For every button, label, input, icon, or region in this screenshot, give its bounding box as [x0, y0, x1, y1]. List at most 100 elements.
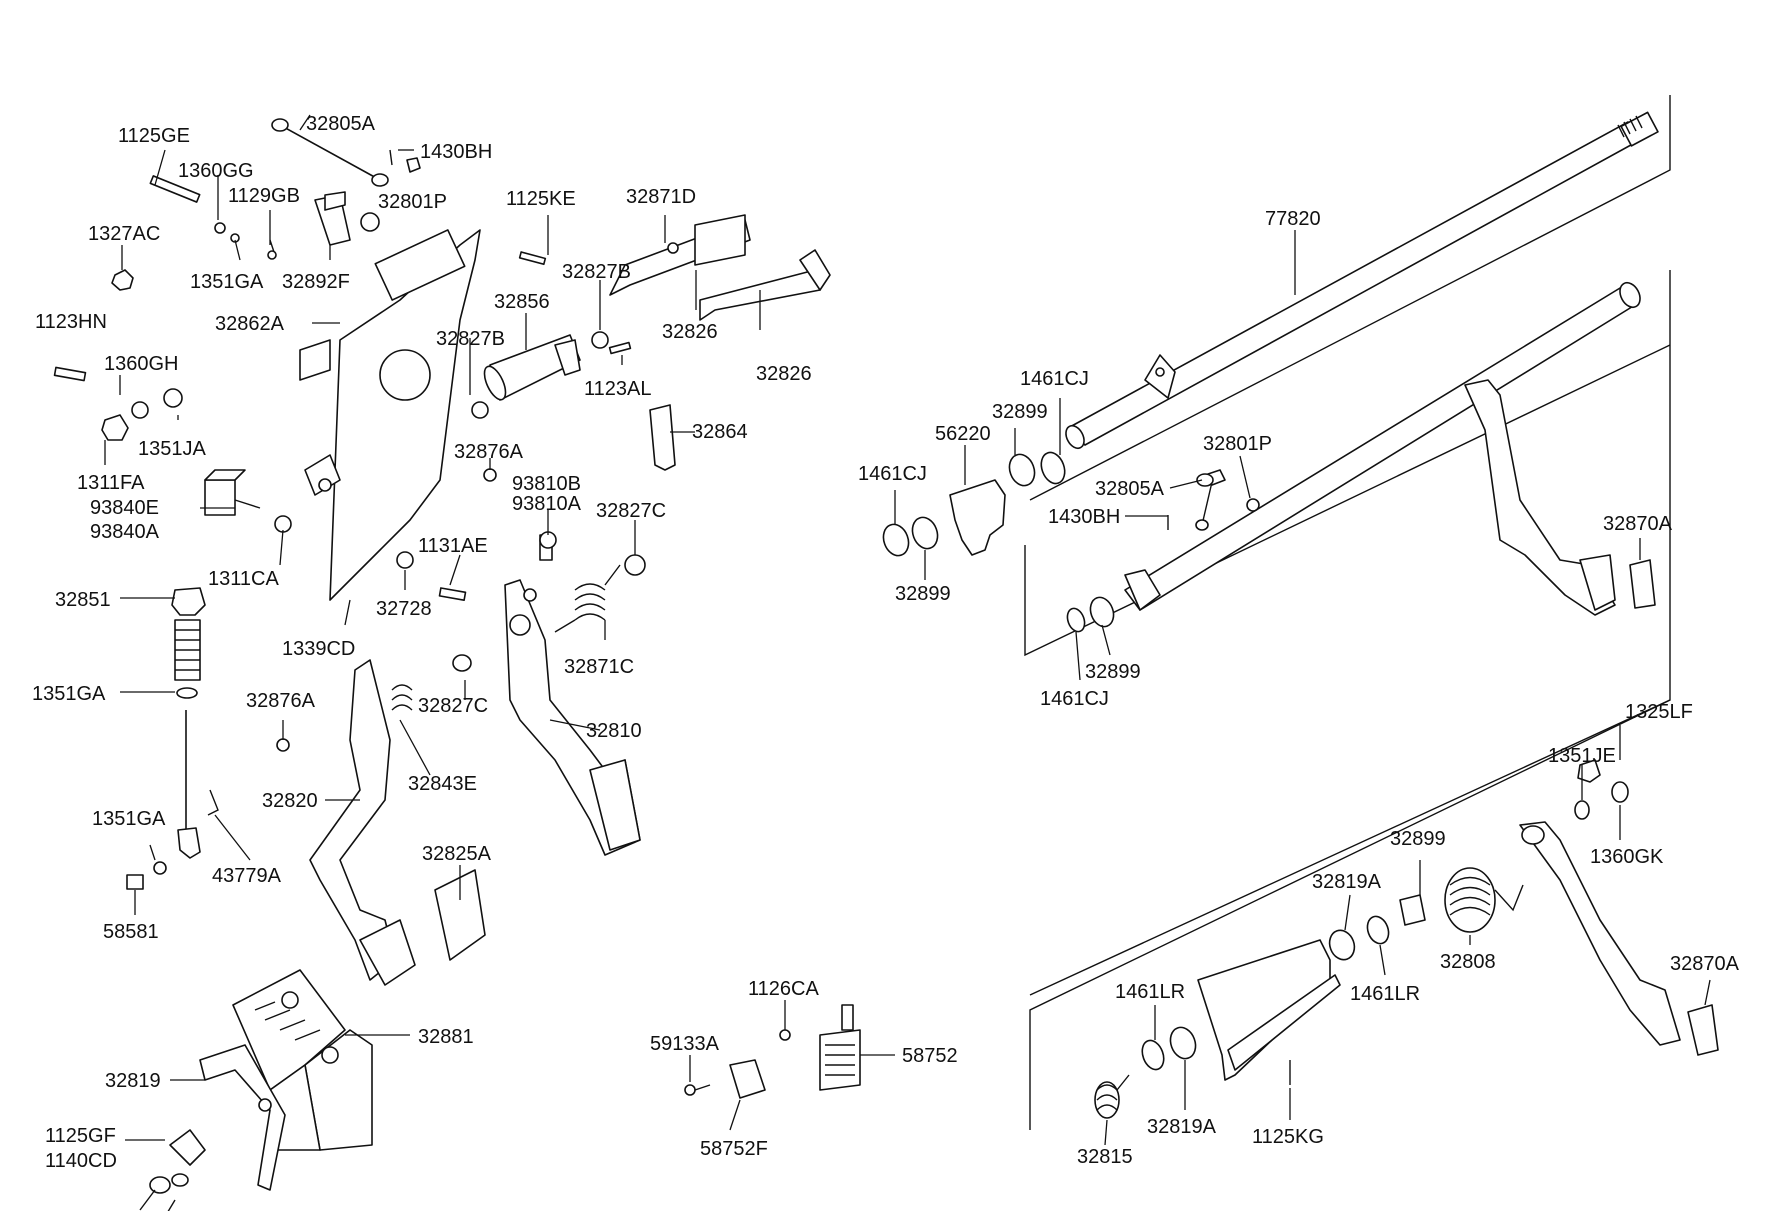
- label-32819A: 32819A: [1312, 871, 1382, 893]
- label-43779A: 43779A: [212, 865, 282, 887]
- spring-32871C: [554, 564, 621, 633]
- label-1123AL: 1123AL: [584, 378, 651, 400]
- pushrod-assembly: [126, 587, 219, 890]
- label-32856: 32856: [494, 291, 550, 313]
- label-1126CA: 1126CA: [748, 978, 819, 1000]
- bracket-32864: [649, 404, 676, 471]
- label-1461CJ: 1461CJ: [1020, 368, 1089, 390]
- bushings-top-right: [882, 451, 1260, 633]
- label-93840E: 93840E: [90, 497, 159, 519]
- label-32876A: 32876A: [246, 690, 316, 712]
- label-1461CJ: 1461CJ: [858, 463, 927, 485]
- label-1327AC: 1327AC: [88, 223, 160, 245]
- label-58752: 58752: [902, 1045, 958, 1067]
- label-1360GG: 1360GG: [178, 160, 254, 182]
- label-1351GA: 1351GA: [190, 271, 264, 293]
- label-32827B: 32827B: [436, 328, 505, 350]
- pedal-32810: [504, 579, 641, 856]
- label-1461LR: 1461LR: [1350, 983, 1420, 1005]
- label-32801P: 32801P: [378, 191, 447, 213]
- label-1351GA: 1351GA: [32, 683, 106, 705]
- label-32892F: 32892F: [282, 271, 350, 293]
- label-1360GK: 1360GK: [1590, 846, 1664, 868]
- label-32810: 32810: [586, 720, 642, 742]
- label-32808: 32808: [1440, 951, 1496, 973]
- lower-pedal-assembly: [1094, 759, 1719, 1119]
- label-32899: 32899: [895, 583, 951, 605]
- label-93810B: 93810B: [512, 473, 581, 495]
- bracket-32892F: [314, 191, 380, 246]
- label-32899: 32899: [1085, 661, 1141, 683]
- label-1351GA: 1351GA: [92, 808, 166, 830]
- rod-32805A: [271, 118, 421, 187]
- label-32843E: 32843E: [408, 773, 477, 795]
- label-32805A: 32805A: [306, 113, 376, 135]
- label-1325LF: 1325LF: [1625, 701, 1693, 723]
- label-32870A: 32870A: [1670, 953, 1740, 975]
- label-58581: 58581: [103, 921, 159, 943]
- label-1140CD: 1140CD: [45, 1150, 117, 1172]
- label-32871D: 32871D: [626, 186, 696, 208]
- bracket-32819: [139, 1044, 286, 1211]
- label-32819A: 32819A: [1147, 1116, 1217, 1138]
- label-1125GE: 1125GE: [118, 125, 190, 147]
- label-32827B: 32827B: [562, 261, 631, 283]
- label-32876A: 32876A: [454, 441, 524, 463]
- small-hardware-center: [396, 468, 646, 601]
- label-1461CJ: 1461CJ: [1040, 688, 1109, 710]
- label-32827C: 32827C: [596, 500, 666, 522]
- label-32871C: 32871C: [564, 656, 634, 678]
- pedal-bracket: [204, 229, 481, 601]
- pedal-32820: [276, 654, 486, 986]
- label-77820: 77820: [1265, 208, 1321, 230]
- label-32864: 32864: [692, 421, 748, 443]
- label-1351JA: 1351JA: [138, 438, 206, 460]
- shaft-assembly-frame: [1024, 95, 1671, 1130]
- label-1360GH: 1360GH: [104, 353, 179, 375]
- shaft-32856: [471, 214, 831, 419]
- label-32851: 32851: [55, 589, 111, 611]
- label-32825A: 32825A: [422, 843, 492, 865]
- label-1131AE: 1131AE: [418, 535, 488, 557]
- bolt-1123HN: [53, 366, 183, 441]
- label-32801P: 32801P: [1203, 433, 1272, 455]
- shaft-pedal-arm: [1124, 281, 1656, 616]
- label-93810A: 93810A: [512, 493, 582, 515]
- clip-58752: [684, 1004, 861, 1099]
- label-32899: 32899: [992, 401, 1048, 423]
- label-1129GB: 1129GB: [228, 185, 300, 207]
- label-32826: 32826: [756, 363, 812, 385]
- label-93840A: 93840A: [90, 521, 160, 543]
- part-labels: 1125GE 32805A 1430BH 1360GG 1129GB 32801…: [32, 113, 1740, 1172]
- label-32805A: 32805A: [1095, 478, 1165, 500]
- label-1339CD: 1339CD: [282, 638, 355, 660]
- label-1351JE: 1351JE: [1548, 745, 1616, 767]
- label-1430BH: 1430BH: [1048, 506, 1120, 528]
- label-1123HN: 1123HN: [35, 311, 107, 333]
- label-1125GF: 1125GF: [45, 1125, 116, 1147]
- label-32820: 32820: [262, 790, 318, 812]
- label-56220: 56220: [935, 423, 991, 445]
- bolt-1125GE: [149, 175, 277, 260]
- pedal-pad-32881: [232, 969, 373, 1151]
- leader-lines: [104, 114, 1711, 1146]
- label-32819: 32819: [105, 1070, 161, 1092]
- label-32728: 32728: [376, 598, 432, 620]
- label-32899: 32899: [1390, 828, 1446, 850]
- label-1461LR: 1461LR: [1115, 981, 1185, 1003]
- label-1125KG: 1125KG: [1252, 1126, 1324, 1148]
- label-1311FA: 1311FA: [77, 472, 145, 494]
- label-32862A: 32862A: [215, 313, 285, 335]
- label-1430BH: 1430BH: [420, 141, 492, 163]
- nut-1327AC: [111, 269, 134, 291]
- label-32826: 32826: [662, 321, 718, 343]
- label-32827C: 32827C: [418, 695, 488, 717]
- label-32881: 32881: [418, 1026, 474, 1048]
- label-32870A: 32870A: [1603, 513, 1673, 535]
- label-1125KE: 1125KE: [506, 188, 576, 210]
- label-59133A: 59133A: [650, 1033, 720, 1055]
- label-58752F: 58752F: [700, 1138, 768, 1160]
- label-1311CA: 1311CA: [208, 568, 279, 590]
